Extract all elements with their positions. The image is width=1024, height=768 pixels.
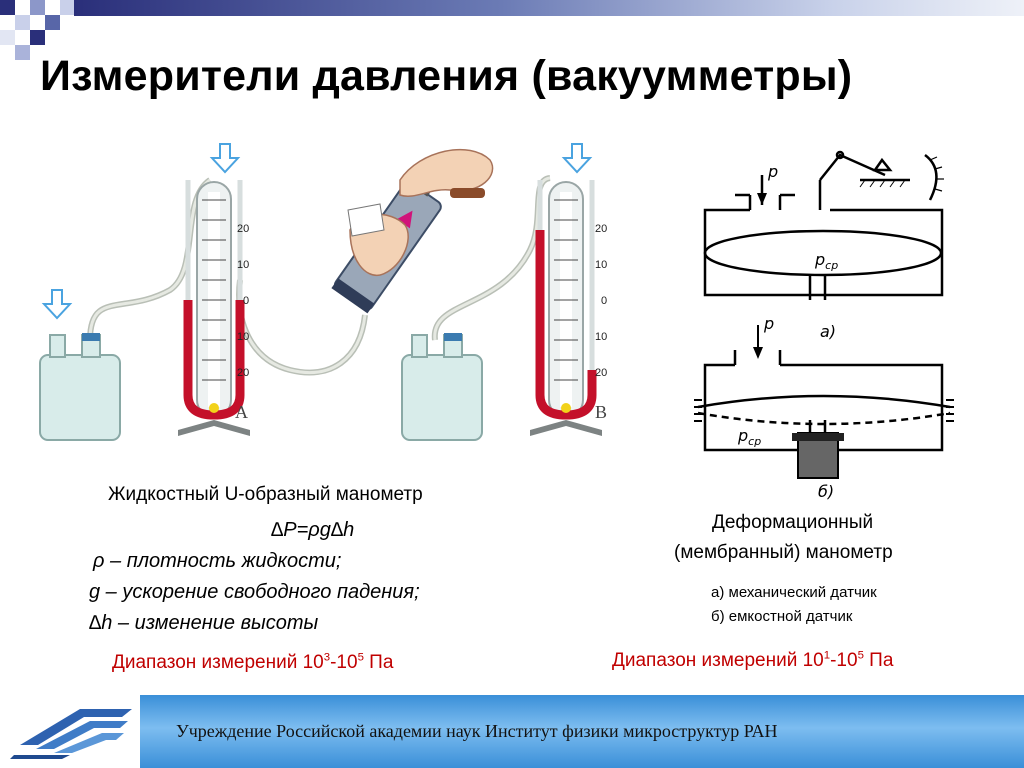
label-a: A	[235, 402, 248, 422]
scale-label: 20	[237, 223, 249, 235]
corner-decoration	[0, 0, 90, 70]
scale-label: 0	[601, 295, 607, 307]
scale-label: 10	[595, 331, 607, 343]
membrane-range: Диапазон измерений 101-105 Па	[612, 649, 894, 671]
scale-label: 20	[595, 223, 607, 235]
footer-bar: Учреждение Российской академии наук Инст…	[140, 695, 1024, 768]
down-arrow-icon	[561, 143, 593, 174]
top-bar	[74, 0, 1024, 16]
membrane-caption-line2: (мембранный) манометр	[674, 542, 893, 563]
label-pcp-b: pср	[737, 426, 761, 448]
u-tube-manometer-figure: 20 10 0 10 20 A 20 10 0 10 20 B	[39, 143, 607, 441]
footer-text: Учреждение Российской академии наук Инст…	[176, 721, 778, 741]
down-arrow-icon	[41, 289, 73, 320]
down-arrow-icon	[209, 143, 241, 174]
label-diagram-a: а)	[820, 322, 836, 341]
bottle-left	[39, 333, 121, 441]
membrane-caption-line1: Деформационный	[712, 512, 874, 533]
note-capacitive: б) емкостной датчик	[711, 608, 853, 625]
scale-label: 10	[595, 259, 607, 271]
liquid-manometer-caption: Жидкостный U-образный манометр	[108, 484, 423, 505]
note-mechanical: а) механический датчик	[711, 584, 877, 601]
label-diagram-b: б)	[818, 482, 834, 500]
label-b: B	[595, 402, 607, 422]
label-p: p	[767, 162, 778, 181]
institute-logo-icon	[10, 709, 132, 759]
formula: ∆P=ρg∆h	[271, 519, 355, 541]
bottle-right	[401, 333, 483, 441]
scale-label: 20	[595, 367, 607, 379]
scale-label: 10	[237, 259, 249, 271]
hand-icon	[347, 148, 494, 276]
scale-label: 0	[243, 295, 249, 307]
scale-arc	[929, 156, 944, 192]
scale-label: 10	[237, 331, 249, 343]
rho-definition: ρ – плотность жидкости;	[93, 550, 342, 572]
liquid-range: Диапазон измерений 103-105 Па	[112, 651, 394, 673]
h-definition: ∆h – изменение высоты	[89, 612, 319, 634]
hatch	[859, 179, 906, 188]
label-pcp: pср	[814, 250, 838, 272]
u-tube-a	[178, 180, 250, 436]
u-tube-b	[530, 180, 602, 436]
slide-title: Измерители давления (вакуумметры)	[40, 52, 853, 100]
diagram-a	[703, 150, 944, 300]
scale-label: 20	[237, 367, 249, 379]
label-p-b: p	[763, 314, 774, 333]
g-definition: g – ускорение свободного падения;	[89, 581, 420, 603]
membrane-manometer-figure: p pср а) p pср б)	[694, 150, 954, 500]
